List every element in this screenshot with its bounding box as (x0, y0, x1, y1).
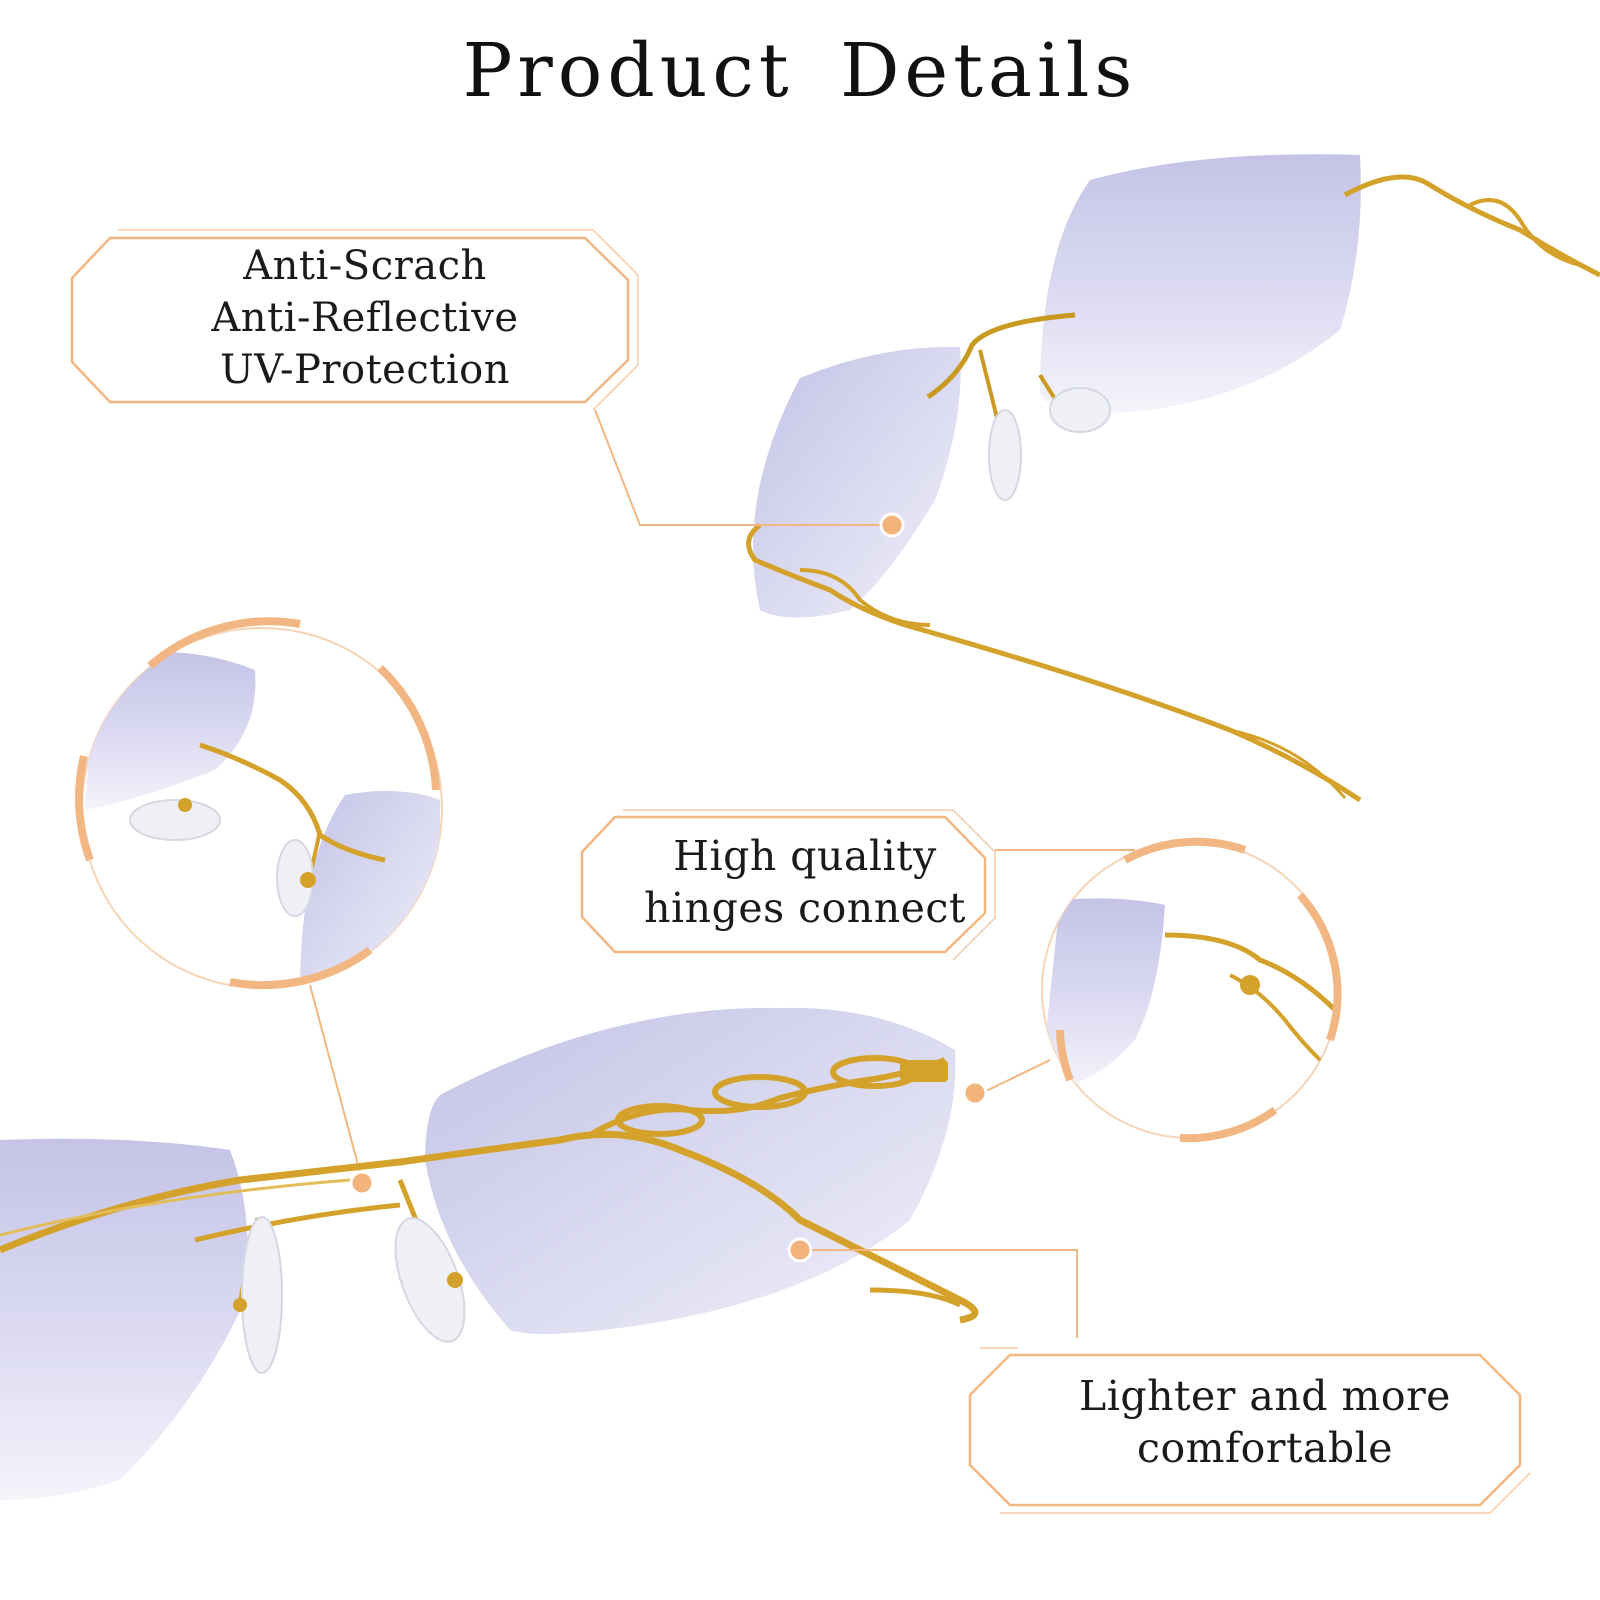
bridge-zoom-circle (75, 617, 443, 1181)
weight-callout-frame (812, 1249, 1531, 1514)
hinge-line-1: High quality (673, 832, 937, 880)
coating-line-2: Anti-Reflective (211, 295, 519, 341)
coating-callout-text: Anti-Scrach Anti-Reflective UV-Protectio… (105, 240, 625, 396)
coating-line-3: UV-Protection (220, 347, 510, 393)
page-title: Product Details (462, 28, 1138, 114)
top-left-lens (753, 346, 961, 618)
hinge-callout-frame (580, 809, 1135, 961)
top-glasses (746, 154, 1600, 803)
top-right-lens (1040, 154, 1361, 413)
temple-callout-dot (787, 1237, 813, 1263)
hinge-callout-dot (962, 1080, 988, 1106)
coating-callout-dot (879, 512, 905, 538)
weight-line-1: Lighter and more (1079, 1372, 1451, 1420)
bottom-glasses (0, 1007, 979, 1500)
coating-line-1: Anti-Scrach (243, 243, 487, 289)
hinge-line-2: hinges connect (644, 884, 966, 932)
hinge-zoom-circle (977, 837, 1342, 1143)
weight-callout-text: Lighter and more comfortable (985, 1370, 1545, 1474)
hinge-callout-text: High quality hinges connect (600, 830, 1010, 934)
weight-line-2: comfortable (1136, 1424, 1394, 1472)
bottom-left-lens (0, 1138, 248, 1500)
coating-callout-frame (70, 229, 890, 526)
bridge-callout-dot (349, 1170, 375, 1196)
